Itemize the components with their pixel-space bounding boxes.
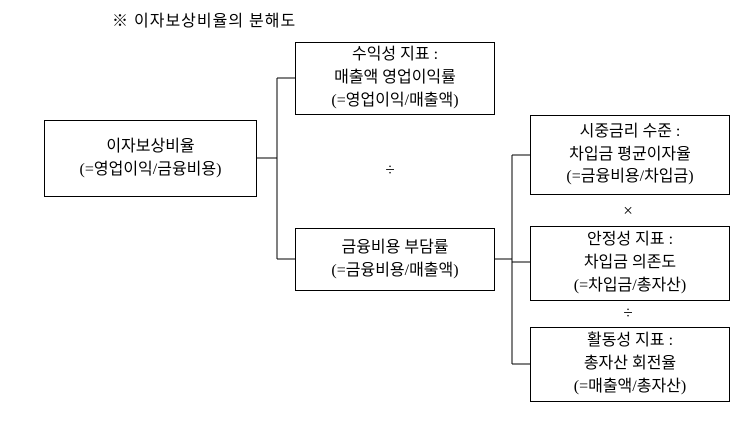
box-interest-coverage-ratio: 이자보상비율 (=영업이익/금융비용)	[44, 120, 257, 197]
box-market-rate-formula: (=금융비용/차입금)	[566, 168, 694, 186]
box-finance-burden-formula: (=금융비용/매출액)	[331, 261, 459, 279]
box-interest-coverage-ratio-formula: (=영업이익/금융비용)	[79, 160, 222, 178]
box-market-rate-line2: 차입금 평균이자율	[569, 145, 691, 163]
box-market-interest-rate: 시중금리 수준 : 차입금 평균이자율 (=금융비용/차입금)	[530, 115, 730, 195]
box-activity-line1: 활동성 지표 :	[586, 332, 674, 350]
multiply-operator: ×	[623, 201, 633, 220]
box-activity-indicator: 활동성 지표 : 총자산 회전율 (=매출액/총자산)	[530, 327, 730, 402]
box-interest-coverage-ratio-line1: 이자보상비율	[106, 137, 195, 155]
diagram-title: ※ 이자보상비율의 분해도	[112, 13, 297, 30]
box-activity-formula: (=매출액/총자산)	[573, 377, 687, 395]
box-stability-line2: 차입금 의존도	[583, 254, 677, 272]
box-profitability-line2: 매출액 영업이익률	[334, 69, 456, 87]
box-finance-burden-line1: 금융비용 부담률	[341, 238, 449, 256]
box-stability-formula: (=차입금/총자산)	[573, 276, 687, 294]
box-stability-indicator: 안정성 지표 : 차입금 의존도 (=차입금/총자산)	[530, 226, 730, 301]
box-stability-line1: 안정성 지표 :	[586, 231, 674, 249]
box-finance-cost-burden: 금융비용 부담률 (=금융비용/매출액)	[295, 228, 495, 291]
divide-operator-main: ÷	[385, 160, 395, 179]
box-profitability-formula: (=영업이익/매출액)	[331, 91, 459, 109]
box-profitability-line1: 수익성 지표 :	[351, 46, 439, 64]
box-activity-line2: 총자산 회전율	[583, 355, 677, 373]
box-market-rate-line1: 시중금리 수준 :	[579, 122, 681, 140]
box-profitability-indicator: 수익성 지표 : 매출액 영업이익률 (=영업이익/매출액)	[295, 42, 495, 115]
divide-operator-right: ÷	[623, 303, 633, 322]
